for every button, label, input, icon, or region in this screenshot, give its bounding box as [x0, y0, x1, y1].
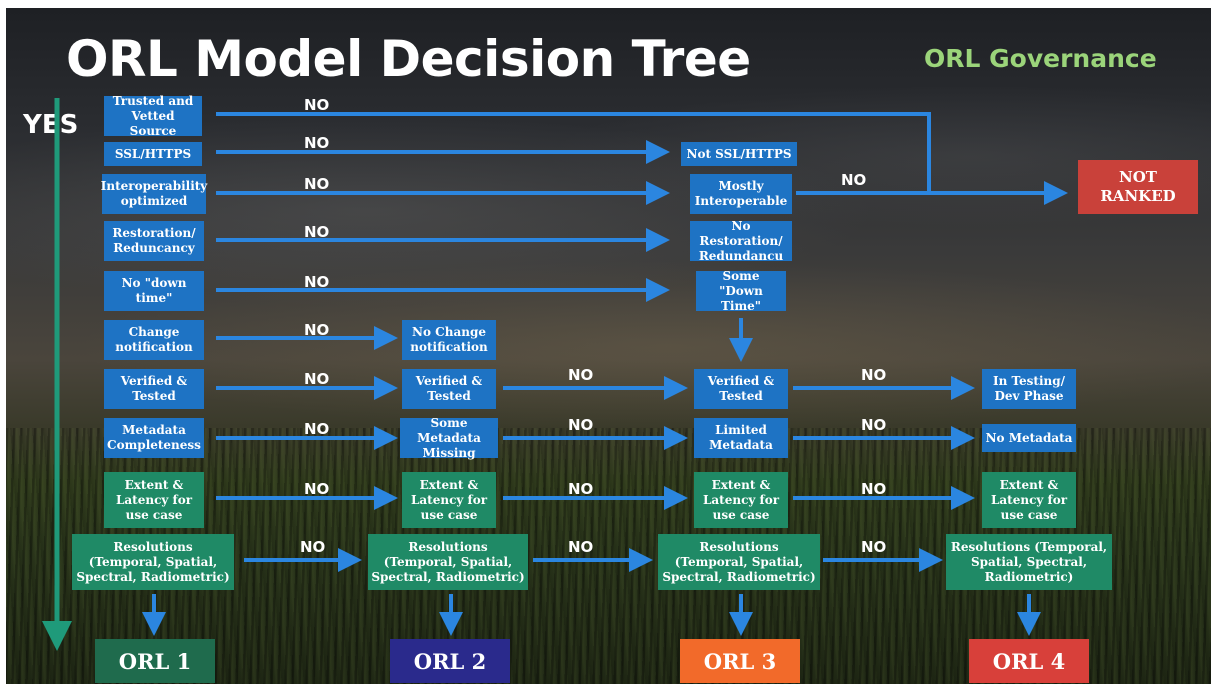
orl3-resolutions: Resolutions (Temporal, Spatial, Spectral…: [658, 534, 820, 590]
no-label: NO: [304, 420, 330, 438]
no-label: NO: [861, 480, 887, 498]
no-label: NO: [568, 416, 594, 434]
criteria-no-down-time: No "down time": [104, 271, 204, 311]
no-label: NO: [304, 370, 330, 388]
no-label: NO: [304, 96, 330, 114]
orl3-not-ssl-https: Not SSL/HTTPS: [681, 142, 797, 166]
orl3-no-restoration: No Restoration/ Redundancu: [690, 219, 792, 263]
not-ranked-box: NOT RANKED: [1078, 160, 1198, 214]
no-label: NO: [861, 538, 887, 556]
orl2-no-change-notification: No Change notification: [402, 320, 496, 360]
orl3-some-down-time: Some "Down Time": [696, 269, 786, 313]
no-label: NO: [304, 321, 330, 339]
criteria-restoration: Restoration/ Reduncancy: [104, 221, 204, 261]
flow-arrows: [42, 98, 1068, 651]
criteria-ssl-https: SSL/HTTPS: [104, 142, 202, 166]
orl3-limited-metadata: Limited Metadata: [694, 418, 788, 458]
no-label: NO: [861, 416, 887, 434]
orl4-no-metadata: No Metadata: [982, 424, 1076, 452]
orl4-in-testing: In Testing/ Dev Phase: [982, 369, 1076, 409]
no-label: NO: [568, 366, 594, 384]
orl3-verified-tested: Verified & Tested: [694, 369, 788, 409]
no-label: NO: [304, 480, 330, 498]
page-title: ORL Model Decision Tree: [66, 30, 751, 88]
no-label: NO: [568, 480, 594, 498]
orl4-extent-latency: Extent & Latency for use case: [982, 472, 1076, 528]
outcome-orl4: ORL 4: [969, 639, 1089, 683]
outcome-orl2: ORL 2: [390, 639, 510, 683]
no-label: NO: [304, 273, 330, 291]
no-label: NO: [304, 223, 330, 241]
no-label: NO: [861, 366, 887, 384]
yes-label: YES: [23, 110, 79, 140]
outcome-orl3: ORL 3: [680, 639, 800, 683]
no-label: NO: [304, 134, 330, 152]
no-label: NO: [304, 175, 330, 193]
orl2-resolutions: Resolutions (Temporal, Spatial, Spectral…: [368, 534, 528, 590]
orl3-extent-latency: Extent & Latency for use case: [694, 472, 788, 528]
slide: ORL Model Decision Tree ORL Governance Y…: [6, 8, 1211, 684]
no-label: NO: [568, 538, 594, 556]
outcome-orl1: ORL 1: [95, 639, 215, 683]
governance-label: ORL Governance: [924, 44, 1157, 73]
criteria-extent-latency: Extent & Latency for use case: [104, 472, 204, 528]
criteria-metadata-completeness: Metadata Completeness: [104, 418, 204, 458]
no-label: NO: [841, 171, 867, 189]
criteria-resolutions: Resolutions (Temporal, Spatial, Spectral…: [72, 534, 234, 590]
criteria-trusted-source: Trusted and Vetted Source: [104, 94, 202, 138]
no-label: NO: [300, 538, 326, 556]
criteria-verified-tested: Verified & Tested: [104, 369, 204, 409]
arrow-trusted-no: [216, 112, 931, 191]
criteria-change-notification: Change notification: [104, 320, 204, 360]
orl2-verified-tested: Verified & Tested: [402, 369, 496, 409]
criteria-interoperability: Interoperability optimized: [101, 174, 207, 214]
orl2-extent-latency: Extent & Latency for use case: [402, 472, 496, 528]
orl3-mostly-interoperable: Mostly Interoperable: [690, 174, 792, 214]
orl4-resolutions: Resolutions (Temporal, Spatial, Spectral…: [946, 534, 1112, 590]
orl2-some-metadata-missing: Some Metadata Missing: [400, 416, 498, 460]
